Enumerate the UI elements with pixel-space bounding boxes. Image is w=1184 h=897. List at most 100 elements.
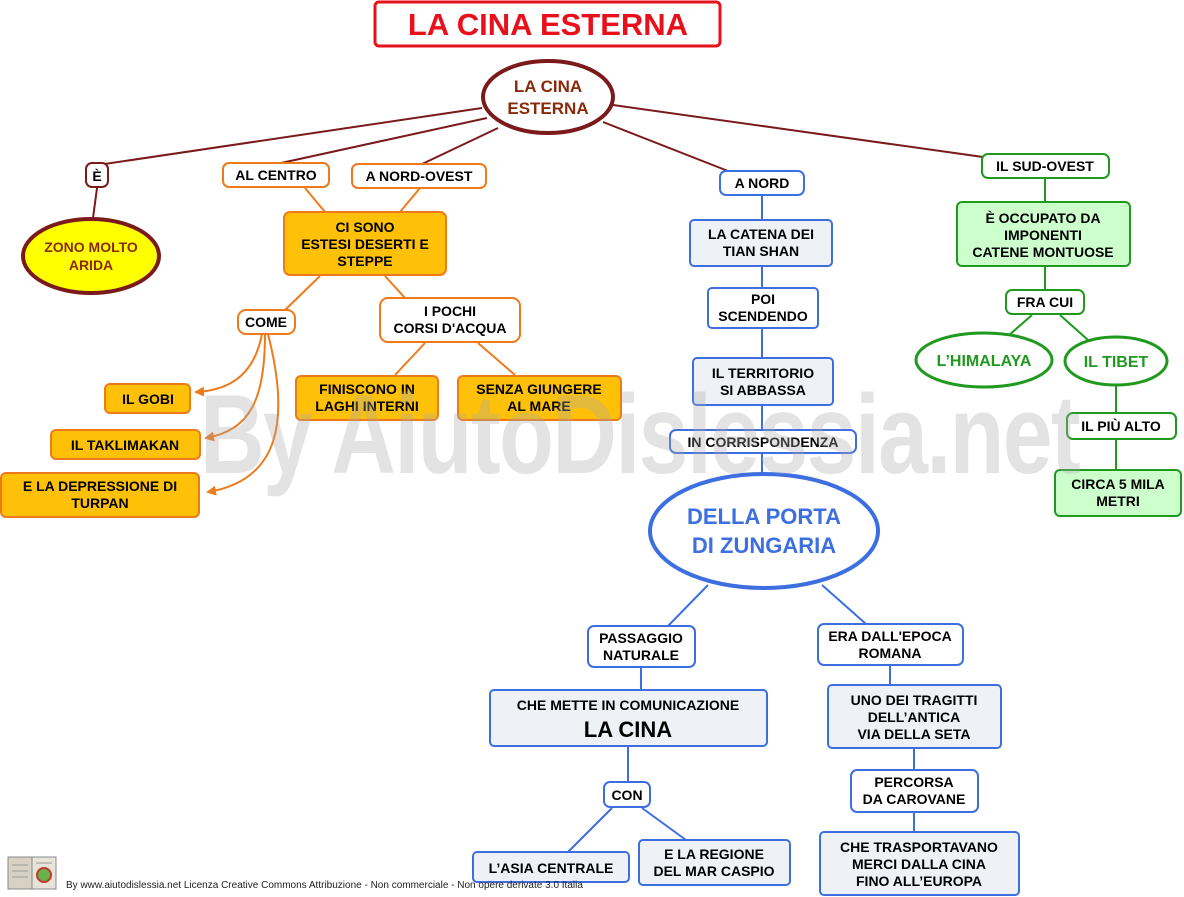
label-al-centro-text: AL CENTRO [235,167,317,183]
node-tian-shan-line2: TIAN SHAN [723,243,799,259]
label-poi-line2: SCENDENDO [718,308,808,324]
node-mare-line2: AL MARE [507,398,571,414]
label-romana-line2: ROMANA [859,645,922,661]
label-sud-ovest-text: IL SUD-OVEST [996,158,1094,174]
node-merci-line1: CHE TRASPORTAVANO [840,839,998,855]
label-piu-alto[interactable]: IL PIÙ ALTO [1066,412,1177,440]
label-poi-line1: POI [751,291,775,307]
node-deserti-line1: CI SONO [335,219,394,235]
node-occupato-line2: IMPONENTI [1004,227,1082,243]
label-passaggio-line1: PASSAGGIO [599,630,683,646]
node-merci-line3: FINO ALL’EUROPA [856,873,982,889]
node-taklimakan-text: IL TAKLIMAKAN [71,437,179,453]
label-con[interactable]: CON [603,781,651,808]
central-topic-line2: ESTERNA [507,99,588,118]
node-porta-line2: DI ZUNGARIA [692,533,836,558]
node-zona-arida-line1: ZONO MOLTO [44,239,138,255]
map-title: LA CINA ESTERNA [373,0,722,48]
node-caspio-line2: DEL MAR CASPIO [653,863,774,879]
node-porta-line1: DELLA PORTA [687,504,841,529]
node-zona-arida[interactable]: ZONO MOLTO ARIDA [21,217,161,295]
label-corrispondenza-text: IN CORRISPONDENZA [688,434,839,450]
node-occupato-line1: È OCCUPATO DA [985,210,1100,226]
node-catene-montuose[interactable]: È OCCUPATO DA IMPONENTI CATENE MONTUOSE [956,201,1131,267]
node-caspio-line1: E LA REGIONE [664,846,764,862]
label-passaggio-line2: NATURALE [603,647,679,663]
map-title-text: LA CINA ESTERNA [408,7,688,42]
label-corsi-line2: CORSI D'ACQUA [394,320,507,336]
label-carovane-line1: PERCORSA [874,774,953,790]
label-fra-cui-text: FRA CUI [1017,294,1073,310]
label-romana-line1: ERA DALL'EPOCA [828,628,951,644]
node-tian-shan[interactable]: LA CATENA DEI TIAN SHAN [689,219,833,267]
node-metri-line1: CIRCA 5 MILA [1071,476,1165,492]
label-come-text: COME [245,314,287,330]
label-corsi-line1: I POCHI [424,303,476,319]
node-metri-line2: METRI [1096,493,1140,509]
label-piu-alto-text: IL PIÙ ALTO [1081,417,1161,434]
label-a-nord-ovest[interactable]: A NORD-OVEST [351,163,487,189]
node-turpan-line1: E LA DEPRESSIONE DI [23,478,177,494]
node-deserti-steppe[interactable]: CI SONO ESTESI DESERTI E STEPPE [283,211,447,276]
node-tibet-text: IL TIBET [1084,354,1149,371]
book-logo-icon [7,856,57,890]
node-himalaya-text: L’HIMALAYA [937,353,1032,370]
label-come[interactable]: COME [237,309,296,335]
label-corsi-acqua[interactable]: I POCHI CORSI D'ACQUA [379,297,521,343]
label-sud-ovest[interactable]: IL SUD-OVEST [981,153,1110,179]
node-comunicazione-line2: LA CINA [584,717,673,742]
node-tibet[interactable]: IL TIBET [1063,335,1169,387]
label-carovane-line2: DA CAROVANE [863,791,966,807]
connectors [92,104,1117,853]
node-deserti-line3: STEPPE [337,253,392,269]
node-turpan[interactable]: E LA DEPRESSIONE DI TURPAN [0,472,200,518]
label-fra-cui[interactable]: FRA CUI [1005,289,1085,315]
node-comunicazione-line1: CHE METTE IN COMUNICAZIONE [517,697,739,713]
node-merci-line2: MERCI DALLA CINA [852,856,986,872]
label-a-nord-text: A NORD [735,175,790,191]
central-topic[interactable]: LA CINA ESTERNA [481,59,615,135]
node-via-della-seta[interactable]: UNO DEI TRAGITTI DELL’ANTICA VIA DELLA S… [827,684,1002,749]
node-turpan-line2: TURPAN [71,495,128,511]
node-gobi-text: IL GOBI [122,391,174,407]
node-mar-caspio[interactable]: E LA REGIONE DEL MAR CASPIO [638,839,791,886]
node-zona-arida-line2: ARIDA [69,257,113,273]
node-comunicazione[interactable]: CHE METTE IN COMUNICAZIONE LA CINA [489,689,768,747]
label-poi-scendendo[interactable]: POI SCENDENDO [707,287,819,329]
node-himalaya[interactable]: L’HIMALAYA [914,331,1054,389]
license-footer: By www.aiutodislessia.net Licenza Creati… [66,880,583,891]
label-in-corrispondenza[interactable]: IN CORRISPONDENZA [669,429,857,454]
node-senza-mare[interactable]: SENZA GIUNGERE AL MARE [457,375,622,421]
node-territorio-line1: IL TERRITORIO [712,365,814,381]
node-tragitti-line1: UNO DEI TRAGITTI [851,692,978,708]
label-e[interactable]: È [85,162,109,188]
node-porta-zungaria[interactable]: DELLA PORTA DI ZUNGARIA [648,472,880,590]
node-tian-shan-line1: LA CATENA DEI [708,226,814,242]
node-asia-centrale[interactable]: L’ASIA CENTRALE [472,851,630,883]
node-tragitti-line2: DELL’ANTICA [868,709,961,725]
label-a-nord-ovest-text: A NORD-OVEST [366,168,473,184]
node-territorio-line2: SI ABBASSA [720,382,806,398]
node-deserti-line2: ESTESI DESERTI E [301,236,429,252]
node-merci[interactable]: CHE TRASPORTAVANO MERCI DALLA CINA FINO … [819,831,1020,896]
node-cinque-mila-metri[interactable]: CIRCA 5 MILA METRI [1054,469,1182,517]
label-al-centro[interactable]: AL CENTRO [222,162,330,188]
central-topic-line1: LA CINA [514,77,582,96]
label-e-text: È [92,168,101,184]
label-a-nord[interactable]: A NORD [719,170,805,196]
node-occupato-line3: CATENE MONTUOSE [972,244,1113,260]
node-gobi[interactable]: IL GOBI [104,383,191,414]
node-territorio[interactable]: IL TERRITORIO SI ABBASSA [692,357,834,406]
node-taklimakan[interactable]: IL TAKLIMAKAN [50,429,201,460]
node-asia-text: L’ASIA CENTRALE [489,860,614,876]
label-carovane[interactable]: PERCORSA DA CAROVANE [850,769,979,813]
label-con-text: CON [611,787,642,803]
label-epoca-romana[interactable]: ERA DALL'EPOCA ROMANA [817,623,964,666]
node-laghi-line2: LAGHI INTERNI [315,398,418,414]
label-passaggio-naturale[interactable]: PASSAGGIO NATURALE [587,625,696,668]
node-laghi-interni[interactable]: FINISCONO IN LAGHI INTERNI [295,375,439,421]
node-laghi-line1: FINISCONO IN [319,381,415,397]
node-tragitti-line3: VIA DELLA SETA [857,726,970,742]
node-mare-line1: SENZA GIUNGERE [476,381,602,397]
